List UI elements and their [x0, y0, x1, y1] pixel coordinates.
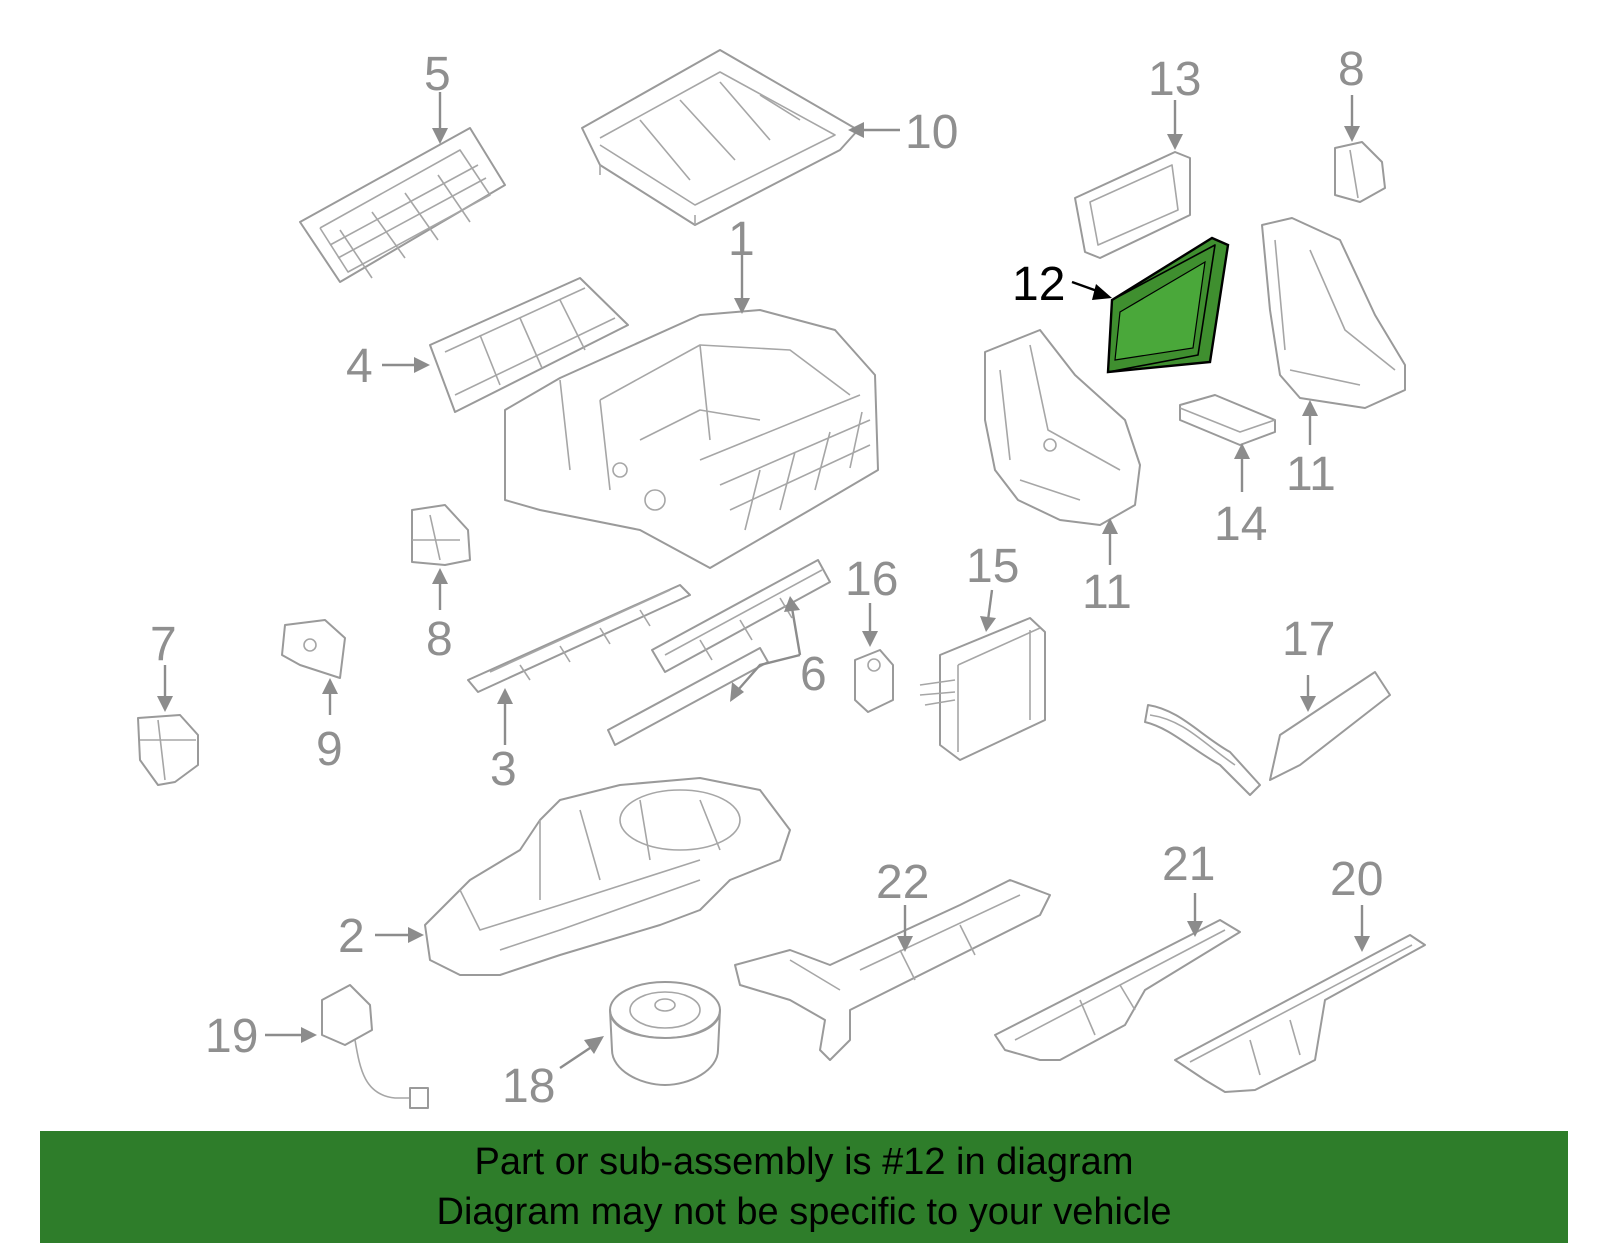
part-22-duct[interactable] — [734, 879, 1051, 1061]
part-21-duct[interactable] — [994, 919, 1241, 1061]
part-13-seal-frame[interactable] — [1074, 151, 1191, 259]
part-16-expansion-valve[interactable] — [854, 649, 894, 713]
part-18-blower-motor[interactable] — [609, 981, 721, 1086]
footer-banner: Part or sub-assembly is #12 in diagram D… — [40, 1131, 1568, 1243]
part-11-case-half-left[interactable] — [984, 329, 1141, 526]
part-20-duct[interactable] — [1174, 934, 1426, 1093]
callout-1: 1 — [728, 213, 755, 266]
part-10-upper-housing[interactable] — [581, 49, 859, 226]
callout-11-right: 11 — [1286, 448, 1336, 501]
footer-line-disclaimer: Diagram may not be specific to your vehi… — [436, 1191, 1172, 1233]
callout-9: 9 — [316, 723, 343, 776]
part-3-filter-strip[interactable] — [467, 584, 691, 693]
callout-arrows — [157, 92, 1370, 1069]
callout-13: 13 — [1148, 53, 1201, 106]
callout-14: 14 — [1214, 498, 1267, 551]
callout-6: 6 — [800, 648, 827, 701]
callout-20: 20 — [1330, 853, 1383, 906]
part-19-blower-resistor[interactable] — [321, 984, 429, 1109]
callout-12-highlighted: 12 — [1012, 258, 1065, 311]
part-12-heater-core-highlighted[interactable] — [1106, 236, 1230, 374]
part-15-evaporator[interactable] — [919, 617, 1046, 761]
callout-7: 7 — [150, 618, 177, 671]
callout-8-right: 8 — [1338, 43, 1365, 96]
part-17-heater-pipes[interactable] — [1144, 671, 1391, 796]
part-5-filter-panel[interactable] — [299, 127, 506, 283]
callout-10: 10 — [905, 106, 958, 159]
callout-21: 21 — [1162, 838, 1215, 891]
part-7-actuator[interactable] — [137, 714, 199, 786]
callout-18: 18 — [502, 1060, 555, 1113]
part-6-duct-strips[interactable] — [607, 559, 831, 746]
callout-15: 15 — [966, 540, 1019, 593]
callout-5: 5 — [424, 48, 451, 101]
part-8-actuator-right[interactable] — [1334, 141, 1386, 203]
callout-4: 4 — [346, 340, 373, 393]
callout-labels: 5 10 1 4 8 3 6 7 9 16 15 13 8 12 11 14 1… — [150, 43, 1383, 1113]
callout-2: 2 — [338, 910, 365, 963]
callout-11-left: 11 — [1082, 566, 1132, 619]
callout-16: 16 — [845, 553, 898, 606]
part-4-filter-grid[interactable] — [429, 277, 629, 413]
callout-3: 3 — [490, 743, 517, 796]
part-14-filter-block[interactable] — [1179, 394, 1276, 446]
part-9-bracket[interactable] — [281, 619, 346, 679]
callout-17: 17 — [1282, 613, 1335, 666]
footer-line-part-number: Part or sub-assembly is #12 in diagram — [474, 1141, 1134, 1183]
callout-8-left: 8 — [426, 613, 453, 666]
callout-19: 19 — [205, 1010, 258, 1063]
part-1-hvac-case[interactable] — [504, 309, 879, 569]
part-11-case-half-right[interactable] — [1261, 217, 1406, 409]
callout-22: 22 — [876, 856, 929, 909]
part-2-lower-housing[interactable] — [424, 777, 791, 976]
part-8-actuator-left[interactable] — [411, 504, 471, 566]
